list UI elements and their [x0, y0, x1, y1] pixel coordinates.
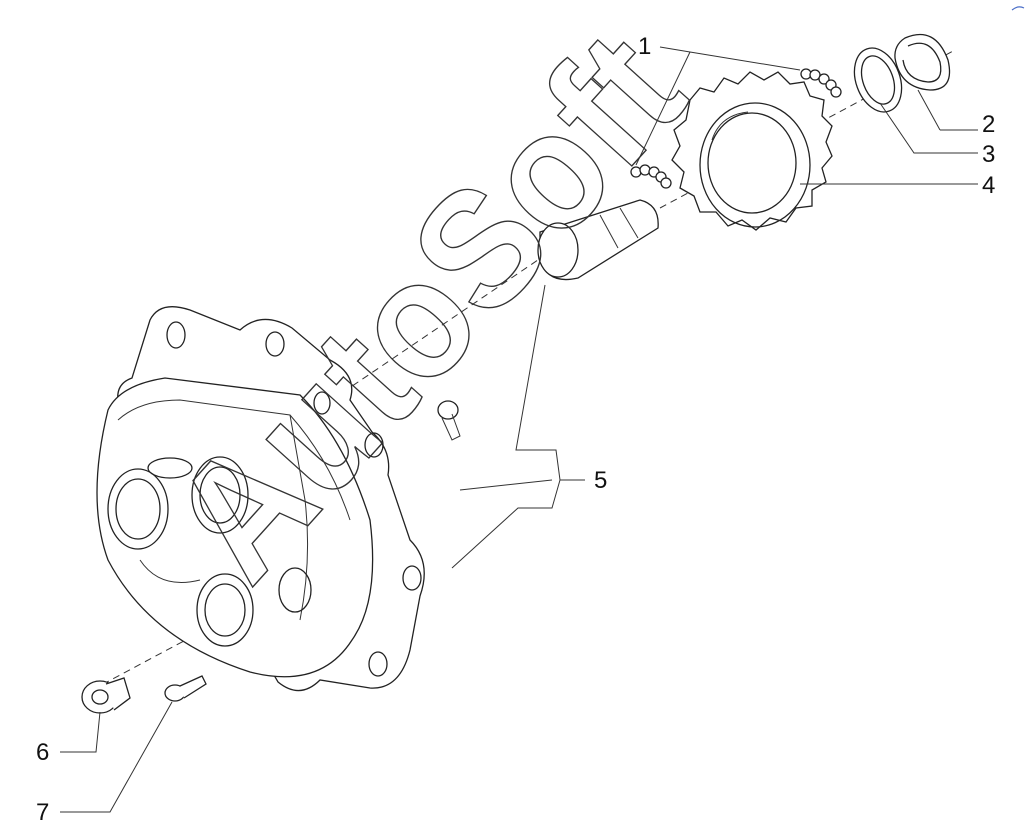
- snap-ring: [894, 33, 951, 91]
- callout-5: 5: [594, 467, 607, 494]
- callouts: 1 2 3 4 5 6 7: [36, 33, 995, 826]
- callout-3: 3: [982, 141, 995, 168]
- callout-7: 7: [36, 799, 49, 826]
- drive-gear: [671, 71, 833, 231]
- corner-mark: [1011, 6, 1025, 11]
- housing-screw: [437, 400, 461, 441]
- autosoft-watermark: AutoSoft: [137, 0, 718, 614]
- callout-1: 1: [638, 33, 651, 60]
- pump-housing: [96, 306, 425, 692]
- drain-plug: [81, 677, 131, 714]
- callout-2: 2: [982, 111, 995, 138]
- callout-6: 6: [36, 739, 49, 766]
- shaft-pin: [537, 199, 659, 281]
- callout-4: 4: [982, 172, 995, 199]
- leader-lines: [60, 46, 978, 813]
- ball-bearings: [630, 68, 842, 189]
- washer: [853, 47, 903, 113]
- fixing-bolt: [164, 675, 207, 702]
